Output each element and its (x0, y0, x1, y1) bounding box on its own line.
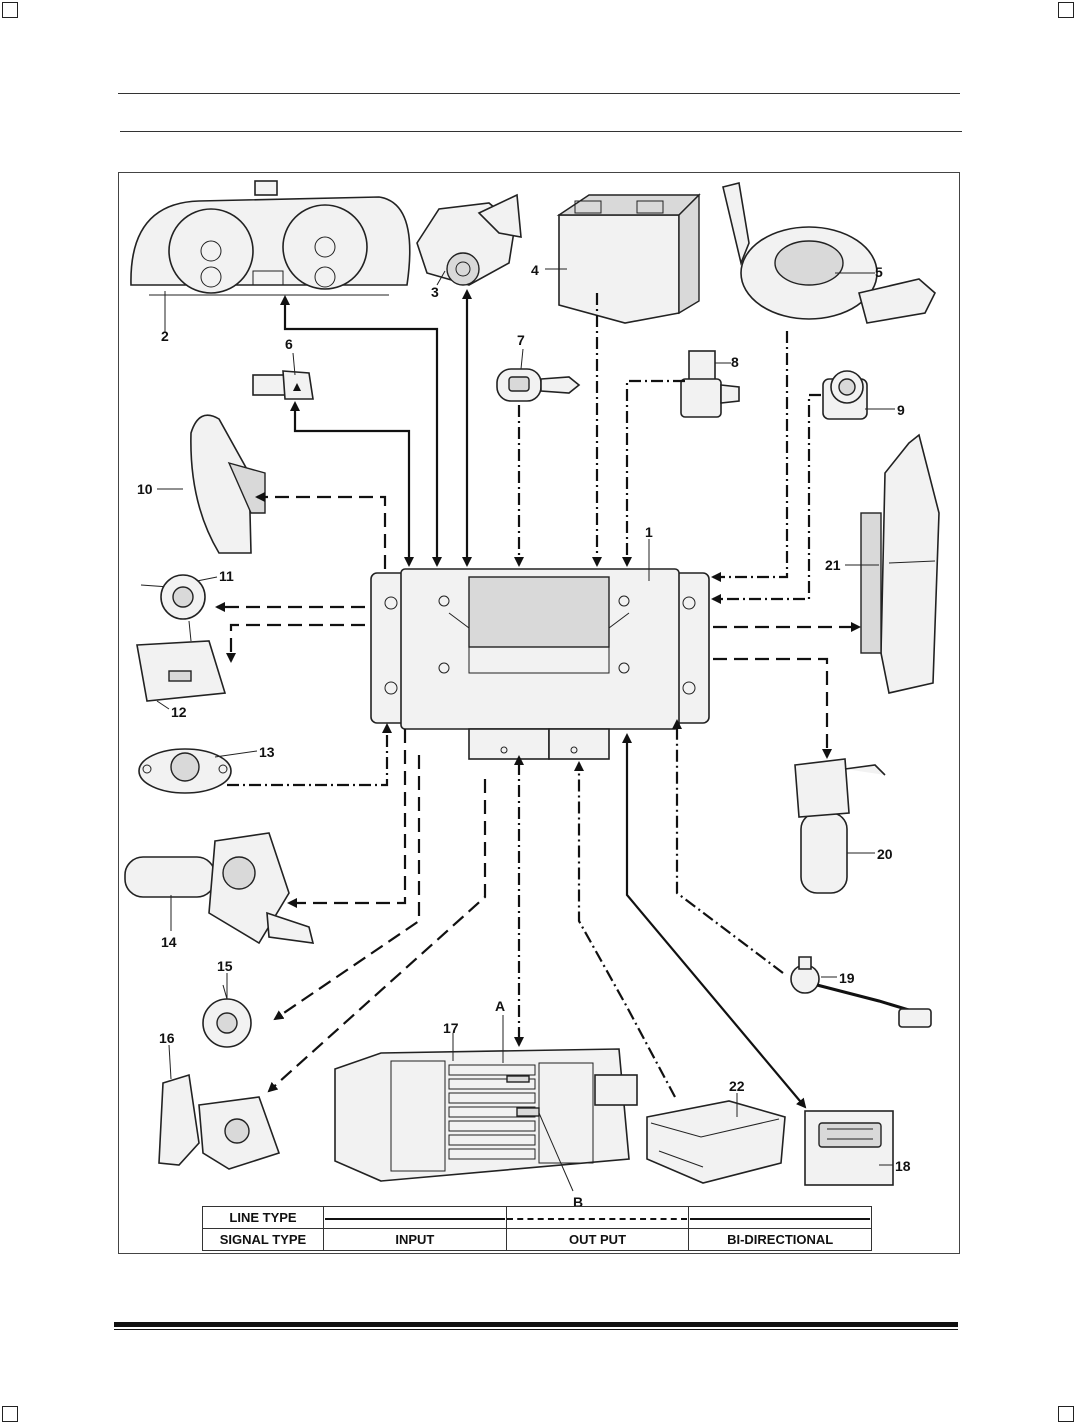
label-21: 21 (825, 557, 841, 573)
label-9: 9 (897, 402, 905, 418)
switch-9 (822, 370, 868, 420)
crop-mark-top-left (2, 2, 18, 18)
label-11: 11 (219, 568, 234, 584)
fuse-relay-box (334, 1048, 638, 1182)
wire-door-lock (267, 779, 487, 1093)
system-wiring-diagram: 1 2 3 4 5 6 7 8 9 10 11 12 13 14 15 16 1… (118, 172, 960, 1254)
wiper-motor-rear (124, 832, 315, 945)
wire-wiper-front (713, 657, 832, 759)
label-17: 17 (443, 1020, 459, 1036)
callout-a: A (495, 998, 505, 1014)
label-7: 7 (517, 332, 525, 348)
label-leaders (156, 268, 895, 1166)
crop-mark-bottom-right (1058, 1406, 1074, 1422)
label-5: 5 (875, 264, 883, 280)
battery (556, 193, 701, 324)
wire-wiper-rear (287, 729, 407, 908)
label-20: 20 (877, 846, 893, 862)
crop-mark-top-right (1058, 2, 1074, 18)
legend-line-solid (690, 1217, 871, 1220)
diagram-canvas: 1 2 3 4 5 6 7 8 9 10 11 12 13 14 15 16 1… (124, 180, 940, 1210)
legend-type-bidirectional: BI-DIRECTIONAL (688, 1228, 872, 1251)
callout-leader-b (538, 1112, 574, 1192)
lamp-13 (138, 748, 232, 794)
legend-line-dashed (507, 1217, 688, 1220)
label-15: 15 (217, 958, 233, 974)
wire-cluster (280, 295, 442, 567)
control-panel-12 (136, 640, 227, 702)
footer-rule-thin (114, 1329, 958, 1330)
actuator-11 (140, 574, 206, 642)
wire-lamp-13 (227, 723, 392, 787)
label-14: 14 (161, 934, 177, 950)
label-22: 22 (729, 1078, 745, 1094)
crop-mark-bottom-left (2, 1406, 18, 1422)
label-10: 10 (137, 481, 153, 497)
wire-diagnostic (622, 733, 807, 1109)
legend-type-input: INPUT (323, 1228, 507, 1251)
wire-sensor-8 (622, 379, 685, 567)
ignition-switch (416, 193, 522, 286)
header-rule-top (118, 93, 960, 94)
legend-type-output: OUT PUT (505, 1228, 690, 1251)
wire-horn (273, 755, 421, 1021)
footer-rule-thick (114, 1322, 958, 1327)
legend-signal-type-label: SIGNAL TYPE (202, 1228, 324, 1251)
legend-row-signal-type: SIGNAL TYPE INPUT OUT PUT BI-DIRECTIONAL (202, 1228, 872, 1251)
label-2: 2 (161, 328, 169, 344)
headlamp (190, 414, 266, 554)
wire-headlamp (255, 492, 387, 569)
legend-line-type-label: LINE TYPE (202, 1206, 324, 1229)
wire-panel-12 (226, 623, 365, 663)
legend-line-output (505, 1206, 690, 1229)
wiper-motor-front (794, 758, 886, 894)
body-control-module (370, 568, 710, 760)
rear-combination-lamp (860, 433, 940, 694)
legend-line-bidirectional (688, 1206, 872, 1229)
label-13: 13 (259, 744, 275, 760)
door-switch (252, 370, 314, 400)
label-3: 3 (431, 284, 439, 300)
remote-key (496, 368, 581, 402)
label-6: 6 (285, 336, 293, 352)
label-4: 4 (531, 262, 539, 278)
door-lock-actuator (158, 1073, 281, 1170)
line-type-legend: LINE TYPE SIGNAL TYPE INPUT OUT PUT BI-D… (202, 1206, 872, 1251)
label-8: 8 (731, 354, 739, 370)
callout-b: B (573, 1194, 583, 1210)
label-16: 16 (159, 1030, 175, 1046)
label-19: 19 (839, 970, 855, 986)
label-12: 12 (171, 704, 187, 720)
control-module-22 (646, 1100, 786, 1184)
component-labels: 1 2 3 4 5 6 7 8 9 10 11 12 13 14 15 16 1… (137, 262, 911, 1210)
horn (202, 984, 252, 1048)
multifunction-switch (722, 182, 936, 324)
wire-multifunction (711, 331, 789, 582)
wire-door-switch (290, 401, 414, 567)
wire-sensor-19 (672, 719, 784, 974)
label-1: 1 (645, 524, 653, 540)
legend-row-line-type: LINE TYPE (202, 1206, 872, 1229)
wire-switch-9 (711, 393, 821, 604)
instrument-cluster (130, 180, 411, 296)
label-18: 18 (895, 1158, 911, 1174)
sensor-8 (680, 350, 740, 418)
sensor-19 (790, 956, 932, 1028)
diagnostic-connector (804, 1110, 894, 1186)
legend-line-solid-thin (324, 1217, 505, 1220)
legend-line-input (323, 1206, 507, 1229)
header-rule-bottom (120, 131, 962, 132)
